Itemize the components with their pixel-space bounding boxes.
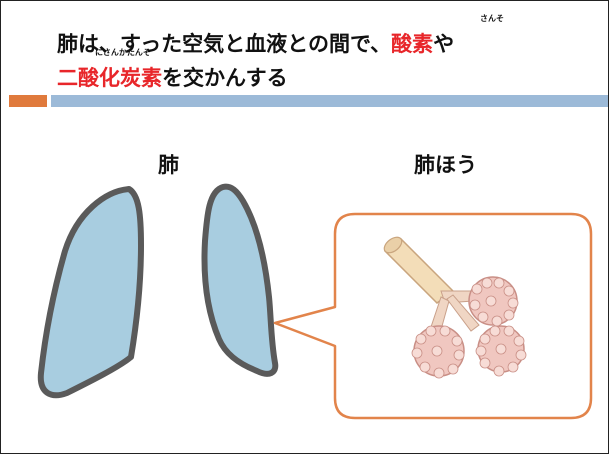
- title-highlight-oxygen: 酸素: [391, 32, 434, 56]
- title-line-2: 二酸化炭素を交かんする: [57, 61, 454, 95]
- title-text-2: や: [433, 32, 455, 56]
- title-text-1: 肺は、すった空気と血液との間で、: [57, 32, 392, 56]
- alveoli-illustration: [383, 236, 527, 379]
- title-text-3: を交かんする: [162, 66, 288, 90]
- accent-band-blue: [51, 95, 608, 107]
- label-alveoli: 肺ほう: [414, 153, 477, 177]
- alveoli-callout-bubble: [273, 212, 593, 420]
- slide-title: 肺は、すった空気と血液との間で、酸素や 二酸化炭素を交かんする: [57, 27, 454, 95]
- right-lung-illustration: [201, 183, 279, 377]
- accent-band-orange: [9, 95, 47, 107]
- title-highlight-carbon-dioxide: 二酸化炭素: [57, 66, 162, 90]
- label-lungs: 肺: [158, 153, 179, 177]
- left-lung-illustration: [37, 186, 144, 399]
- title-line-1: 肺は、すった空気と血液との間で、酸素や: [57, 27, 454, 61]
- ruby-carbon-dioxide: にさんかたんそ: [95, 48, 151, 57]
- ruby-oxygen: さんそ: [480, 14, 504, 23]
